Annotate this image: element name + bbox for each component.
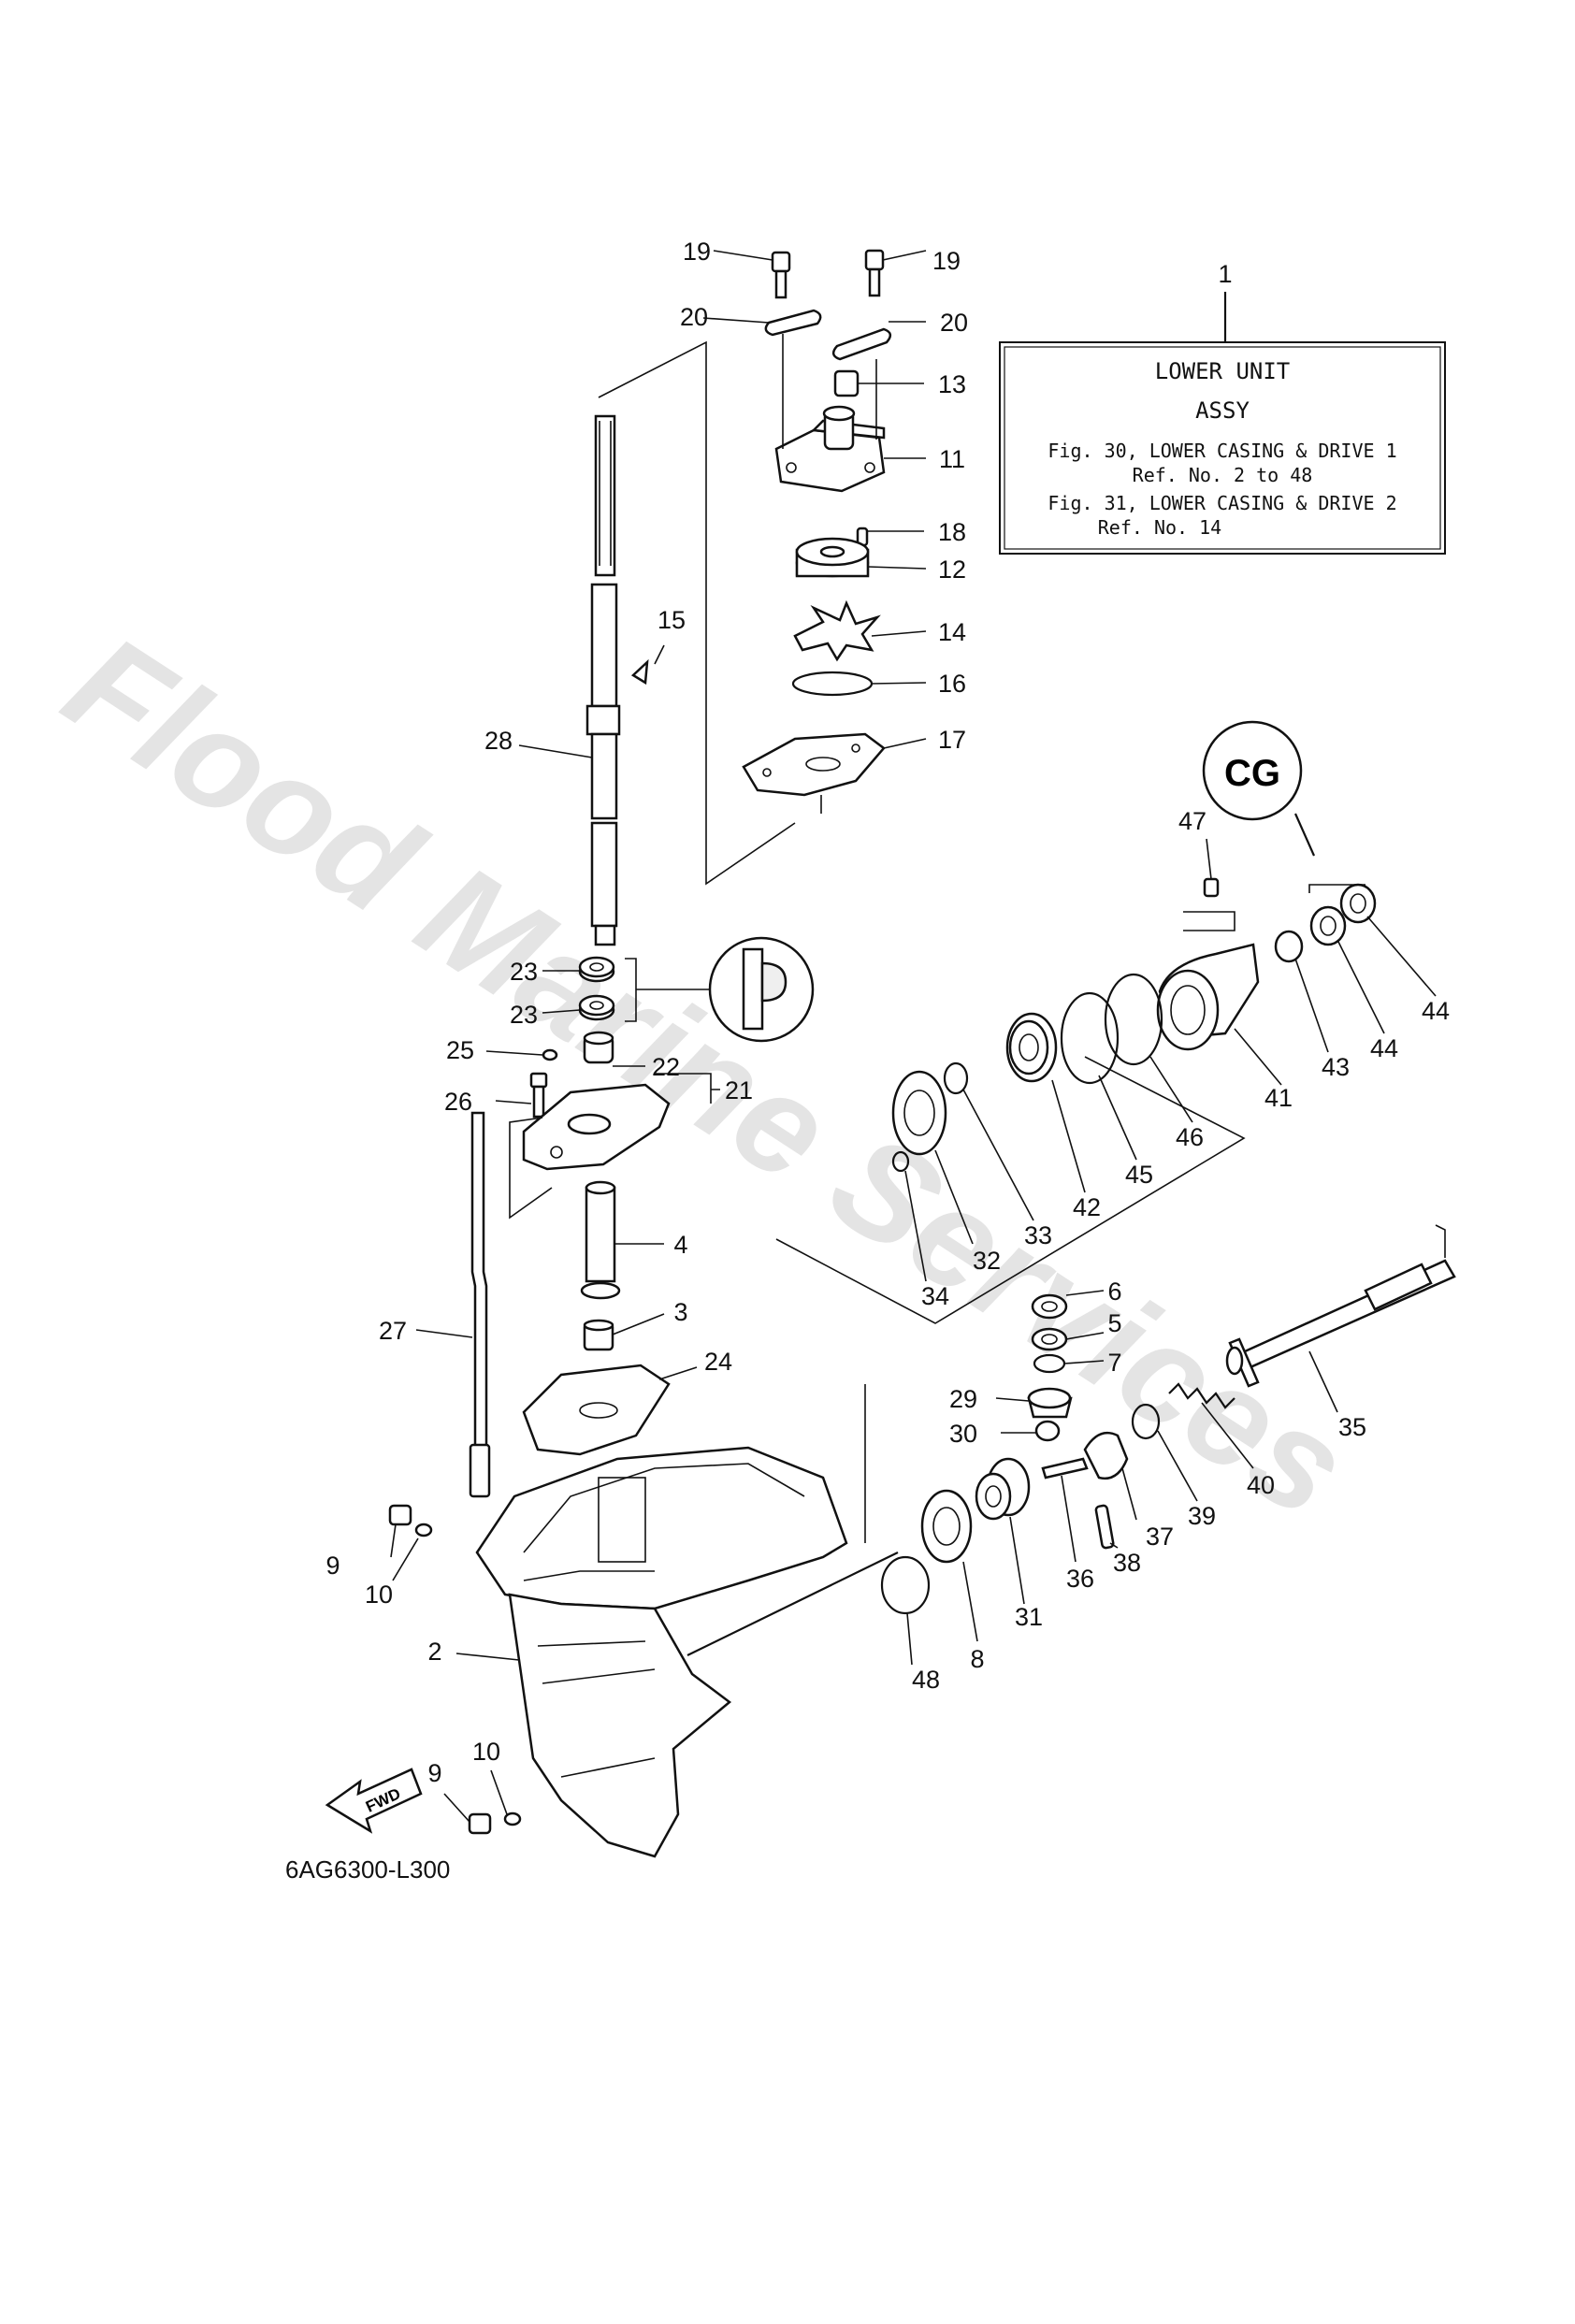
callout-23: 23 bbox=[510, 1001, 538, 1029]
gasket-plate bbox=[522, 1364, 671, 1456]
upper-bearings bbox=[542, 956, 711, 1064]
seal-rings bbox=[1274, 883, 1377, 963]
callout-43: 43 bbox=[1322, 1053, 1350, 1081]
assy-line6: Ref. No. 14 bbox=[1098, 516, 1221, 539]
leader-lines bbox=[390, 250, 1437, 1823]
assy-reference-box: LOWER UNIT ASSY Fig. 30, LOWER CASING & … bbox=[999, 292, 1446, 555]
callout-31: 31 bbox=[1015, 1603, 1043, 1631]
assy-line3: Fig. 30, LOWER CASING & DRIVE 1 bbox=[1048, 440, 1396, 462]
lower-casing bbox=[475, 1446, 899, 1858]
callout-35: 35 bbox=[1338, 1413, 1366, 1441]
callout-18: 18 bbox=[938, 518, 966, 546]
callout-26: 26 bbox=[444, 1088, 472, 1116]
callout-3: 3 bbox=[673, 1298, 687, 1326]
callout-7: 7 bbox=[1107, 1349, 1121, 1377]
callout-20: 20 bbox=[680, 303, 708, 331]
callout-36: 36 bbox=[1066, 1565, 1094, 1593]
clutch-dog bbox=[1041, 1431, 1129, 1550]
callout-11: 11 bbox=[939, 445, 965, 473]
callout-22: 22 bbox=[652, 1053, 680, 1081]
callout-27: 27 bbox=[379, 1317, 407, 1345]
callout-32: 32 bbox=[973, 1247, 1001, 1275]
callout-2: 2 bbox=[427, 1638, 441, 1666]
callout-25: 25 bbox=[446, 1036, 474, 1064]
callout-44: 44 bbox=[1370, 1034, 1398, 1062]
svg-text:CG: CG bbox=[1224, 753, 1280, 794]
diagram-code: 6AG6300-L300 bbox=[285, 1855, 450, 1884]
callout-16: 16 bbox=[938, 670, 966, 698]
shaft-sleeve bbox=[580, 1180, 621, 1351]
callout-44: 44 bbox=[1422, 997, 1450, 1025]
callout-labels: 1 19 19 20 20 13 11 18 12 14 15 16 17 28… bbox=[325, 238, 1450, 1787]
shift-rod bbox=[469, 1111, 491, 1498]
rear-bearing-group bbox=[864, 1384, 1031, 1615]
callout-40: 40 bbox=[1247, 1471, 1275, 1499]
callout-19: 19 bbox=[932, 247, 961, 275]
callout-13: 13 bbox=[938, 370, 966, 398]
callout-23: 23 bbox=[510, 958, 538, 986]
callout-45: 45 bbox=[1125, 1161, 1153, 1189]
callout-33: 33 bbox=[1024, 1221, 1052, 1249]
bearing-housing bbox=[1060, 877, 1260, 1085]
callout-10: 10 bbox=[365, 1581, 393, 1609]
callout-10: 10 bbox=[472, 1738, 500, 1766]
reverse-gear-group bbox=[1027, 1293, 1073, 1442]
callout-9: 9 bbox=[427, 1759, 441, 1787]
callout-6: 6 bbox=[1107, 1277, 1121, 1306]
callout-5: 5 bbox=[1107, 1309, 1121, 1337]
callout-9: 9 bbox=[325, 1552, 340, 1580]
callout-21: 21 bbox=[725, 1076, 753, 1104]
oil-seal-housing bbox=[509, 1072, 720, 1220]
callout-17: 17 bbox=[938, 726, 966, 754]
water-pump-housing bbox=[774, 334, 886, 493]
watermark: Flood Marine Services bbox=[40, 604, 1375, 1547]
callout-37: 37 bbox=[1146, 1523, 1174, 1551]
callout-29: 29 bbox=[949, 1385, 977, 1413]
assy-line2: ASSY bbox=[1195, 397, 1250, 424]
callout-42: 42 bbox=[1073, 1193, 1101, 1221]
callout-8: 8 bbox=[970, 1645, 984, 1673]
callout-34: 34 bbox=[921, 1282, 949, 1310]
callout-14: 14 bbox=[938, 618, 966, 646]
assy-line4: Ref. No. 2 to 48 bbox=[1133, 464, 1313, 486]
assy-line1: LOWER UNIT bbox=[1155, 358, 1291, 384]
callout-15: 15 bbox=[657, 606, 686, 634]
callout-46: 46 bbox=[1176, 1123, 1204, 1151]
callout-4: 4 bbox=[673, 1231, 687, 1259]
callout-38: 38 bbox=[1113, 1549, 1141, 1577]
forward-arrow: FWD bbox=[325, 1768, 423, 1834]
shift-spring bbox=[1131, 1382, 1235, 1440]
callout-47: 47 bbox=[1178, 807, 1207, 835]
callout-12: 12 bbox=[938, 556, 966, 584]
callout-1: 1 bbox=[1218, 260, 1232, 288]
callout-20: 20 bbox=[940, 309, 968, 337]
drain-screws bbox=[388, 1504, 522, 1835]
grease-symbol-1 bbox=[708, 936, 815, 1043]
pump-bolts bbox=[764, 249, 892, 361]
grease-symbol-2: CG bbox=[1202, 720, 1316, 857]
callout-24: 24 bbox=[704, 1348, 732, 1376]
callout-19: 19 bbox=[683, 238, 711, 266]
propeller-shaft bbox=[1225, 1224, 1456, 1388]
drive-shaft bbox=[585, 414, 621, 946]
callout-48: 48 bbox=[912, 1666, 940, 1694]
callout-39: 39 bbox=[1188, 1502, 1216, 1530]
pump-internals bbox=[742, 527, 886, 814]
callout-41: 41 bbox=[1264, 1084, 1293, 1112]
callout-28: 28 bbox=[484, 727, 513, 755]
assy-line5: Fig. 31, LOWER CASING & DRIVE 2 bbox=[1048, 492, 1396, 514]
forward-gear-group bbox=[775, 1012, 1246, 1324]
callout-30: 30 bbox=[949, 1420, 977, 1448]
